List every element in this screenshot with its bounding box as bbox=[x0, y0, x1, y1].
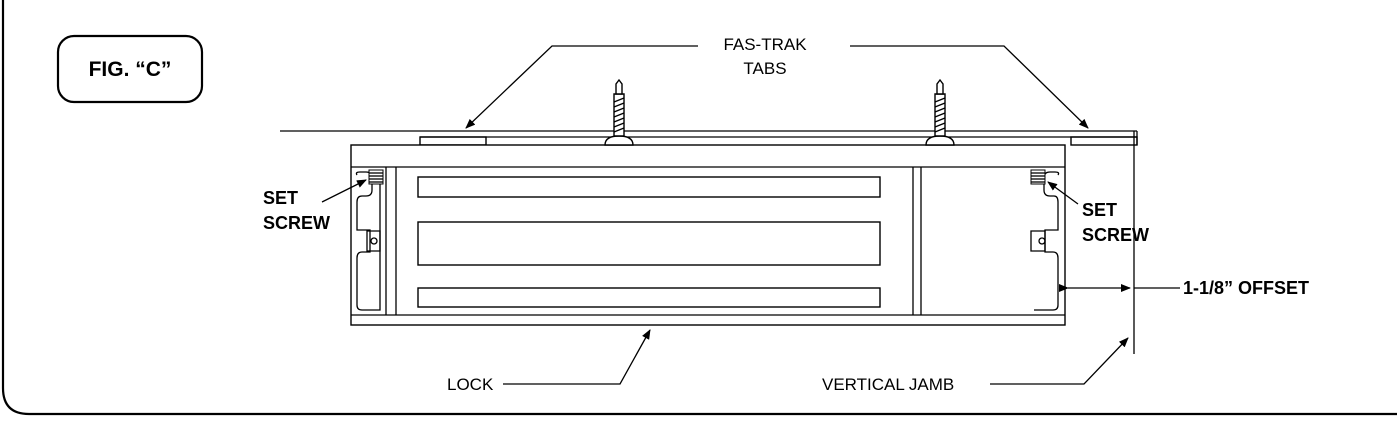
lock-channel-top bbox=[417, 176, 881, 198]
lock-channel-middle bbox=[417, 221, 881, 266]
left-mount-bracket bbox=[355, 167, 397, 315]
mounting-screw-left bbox=[604, 78, 634, 146]
offset-label: 1-1/8” OFFSET bbox=[1183, 278, 1309, 298]
fastrak-tab-right bbox=[1070, 136, 1138, 146]
set-screw-right-label-line2: SCREW bbox=[1082, 225, 1149, 245]
set-screw-right-leader bbox=[1047, 181, 1079, 205]
set-screw-left-leader bbox=[321, 179, 367, 203]
figure-label-box: FIG. “C” bbox=[56, 34, 204, 104]
right-mount-bracket bbox=[912, 167, 1060, 315]
set-screw-right-label-line1: SET bbox=[1082, 200, 1117, 220]
lock-label: LOCK bbox=[447, 375, 494, 394]
fastrak-tab-left bbox=[419, 136, 487, 146]
fastrak-label-line2: TABS bbox=[743, 59, 786, 78]
figure-border bbox=[1, 0, 1397, 416]
lock-channel-bottom bbox=[417, 287, 881, 308]
fastrak-label-line1: FAS-TRAK bbox=[723, 35, 807, 54]
figure-label: FIG. “C” bbox=[89, 58, 172, 81]
set-screw-right bbox=[1030, 169, 1046, 185]
vertical-jamb-label: VERTICAL JAMB bbox=[822, 375, 954, 394]
set-screw-left-label-line2: SCREW bbox=[263, 213, 330, 233]
vertical-jamb-leader bbox=[990, 337, 1129, 385]
fastrak-leader-left bbox=[465, 45, 698, 129]
set-screw-left-label-line1: SET bbox=[263, 188, 298, 208]
fastrak-leader-right bbox=[850, 45, 1089, 129]
lock-leader bbox=[503, 329, 651, 385]
set-screw-left bbox=[368, 169, 384, 185]
mounting-screw-right bbox=[925, 78, 955, 146]
